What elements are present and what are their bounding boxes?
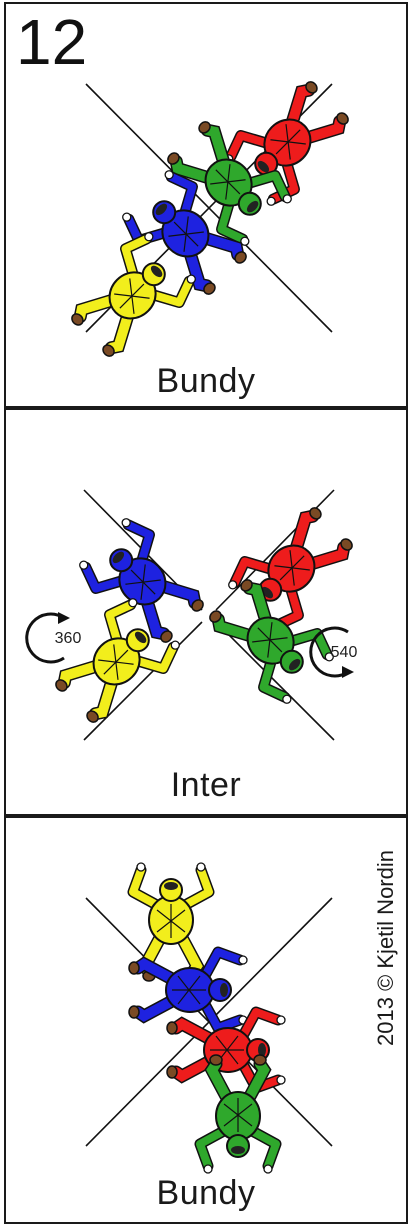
credit: 2013 © Kjetil Nordin (366, 818, 406, 1078)
panel-bundy-top: 12 Bundy (4, 2, 408, 408)
figure-number: 12 (16, 6, 88, 78)
rotation-label-left: 360 (55, 630, 82, 647)
green-jumper (209, 579, 334, 704)
red-jumper (224, 81, 349, 206)
yellow-jumper (127, 862, 215, 982)
formation-diagram-3 (85, 862, 333, 1174)
green-jumper (167, 121, 292, 246)
panel-bundy-bottom: 2013 © Kjetil Nordin Bundy (4, 816, 408, 1224)
panel-inter: 360 540 Inter (4, 408, 408, 816)
axis-line (83, 621, 203, 741)
blue-jumper (79, 518, 204, 643)
formation-diagram-1 (71, 81, 349, 357)
rotation-arrow-right-icon: 540 (309, 626, 358, 678)
panel-caption: Bundy (156, 1174, 256, 1212)
blue-jumper (122, 170, 247, 295)
panel-caption: Inter (170, 766, 242, 804)
axis-line (215, 621, 335, 741)
blue-jumper (128, 946, 248, 1034)
yellow-jumper (55, 598, 180, 723)
rotation-arrow-left-icon: 360 (25, 612, 82, 664)
yellow-jumper (71, 232, 196, 357)
rotation-label-right: 540 (331, 644, 358, 661)
green-jumper (194, 1054, 282, 1174)
credit-text: 2013 © Kjetil Nordin (373, 850, 398, 1046)
formation-diagram-2: 360 540 (25, 489, 358, 741)
red-jumper (228, 507, 353, 632)
panel-caption: Bundy (156, 362, 256, 400)
